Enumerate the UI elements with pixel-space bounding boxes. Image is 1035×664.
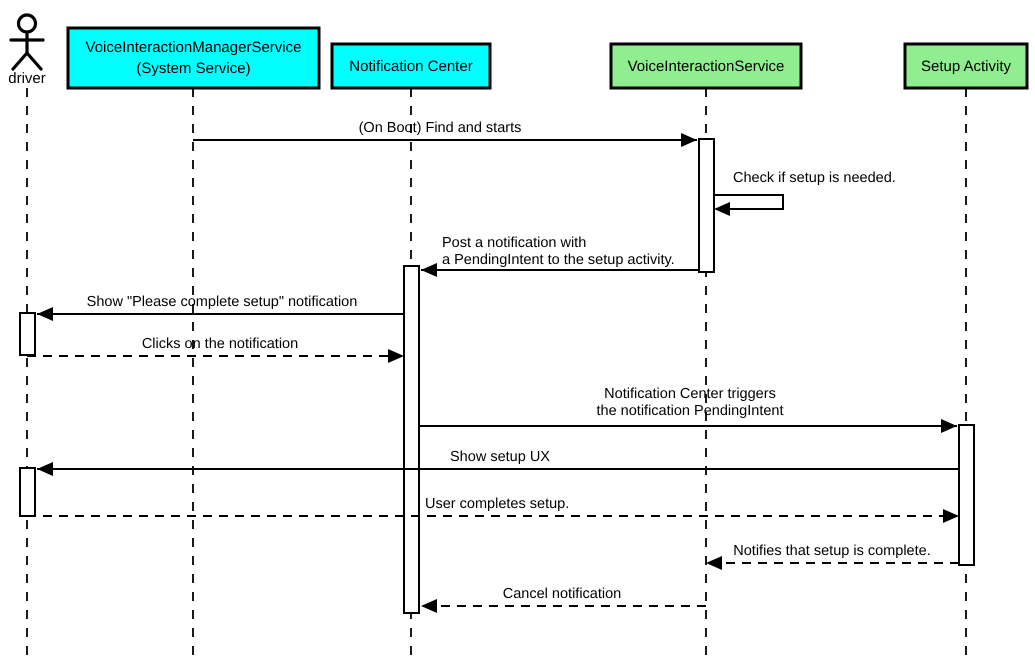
participant-label-vims-line2: (System Service) [136, 60, 250, 77]
message-cancel-notification: Cancel notification [421, 586, 706, 613]
arrow-head-6 [941, 419, 957, 433]
participant-voiceinteractionservice[interactable]: VoiceInteractionService [609, 42, 803, 90]
message-label-2: Check if setup is needed. [733, 170, 896, 186]
message-show-setup-ux: Show setup UX [37, 449, 959, 476]
participant-label-driver: driver [8, 70, 46, 87]
arrow-head-4 [37, 307, 53, 321]
message-label-1: (On Boot) Find and starts [359, 120, 522, 136]
actor-leg-left-icon [11, 51, 29, 71]
message-label-6-line2: the notification PendingIntent [596, 403, 783, 419]
message-label-7: Show setup UX [450, 449, 550, 465]
message-label-8: User completes setup. [425, 496, 569, 512]
message-user-completes-setup: User completes setup. [27, 496, 959, 523]
participant-box-vims[interactable] [66, 26, 321, 90]
message-on-boot-find-and-starts: (On Boot) Find and starts [193, 120, 697, 147]
message-label-9: Notifies that setup is complete. [733, 543, 930, 559]
arrow-head-7 [37, 462, 53, 476]
participant-setup-activity[interactable]: Setup Activity [903, 42, 1029, 90]
message-label-5: Clicks on the notification [142, 336, 298, 352]
participant-voiceinteractionmanagerservice[interactable]: VoiceInteractionManagerService (System S… [66, 26, 321, 90]
participant-label-voiceinteractionservice: VoiceInteractionService [628, 58, 785, 75]
message-label-4: Show "Please complete setup" notificatio… [87, 294, 358, 310]
activation-bar-driver-2 [19, 467, 36, 517]
activation-bar-driver-1 [19, 312, 36, 356]
message-label-3-line1: Post a notification with [442, 235, 586, 251]
arrow-head-10 [421, 599, 437, 613]
message-post-a-notification: Post a notification with a PendingIntent… [421, 235, 699, 277]
arrow-head-1 [681, 133, 697, 147]
message-clicks-on-the-notification: Clicks on the notification [27, 336, 404, 363]
arrow-head-3 [421, 263, 437, 277]
actor-leg-right-icon [25, 51, 43, 71]
arrow-head-9 [706, 556, 722, 570]
activation-bar-voiceinteractionservice [698, 138, 715, 273]
message-check-if-setup-is-needed: Check if setup is needed. [714, 170, 896, 216]
activation-bar-notification-center [403, 265, 420, 614]
message-show-please-complete-setup-notification: Show "Please complete setup" notificatio… [37, 294, 404, 321]
participant-notification-center[interactable]: Notification Center [330, 42, 492, 90]
participant-label-setup-activity: Setup Activity [921, 58, 1012, 75]
message-line-2-self [714, 194, 784, 210]
message-notification-center-triggers-pendingintent: Notification Center triggers the notific… [419, 386, 957, 433]
participant-label-notification-center: Notification Center [349, 58, 472, 75]
message-notifies-that-setup-is-complete: Notifies that setup is complete. [706, 543, 959, 570]
participant-label-vims-line1: VoiceInteractionManagerService [86, 39, 302, 56]
arrow-head-8 [943, 509, 959, 523]
message-label-6-line1: Notification Center triggers [604, 386, 776, 402]
participant-box-voiceinteractionservice[interactable] [609, 42, 803, 90]
actor-head-icon [16, 13, 38, 34]
arrow-head-2 [714, 202, 730, 216]
participant-driver[interactable]: driver [8, 13, 46, 87]
message-label-3-line2: a PendingIntent to the setup activity. [442, 252, 675, 268]
participant-box-setup-activity[interactable] [903, 42, 1029, 90]
message-label-10: Cancel notification [503, 586, 622, 602]
arrow-head-5 [388, 349, 404, 363]
participant-box-notification-center[interactable] [330, 42, 492, 90]
activation-bar-setup-activity [958, 424, 975, 566]
